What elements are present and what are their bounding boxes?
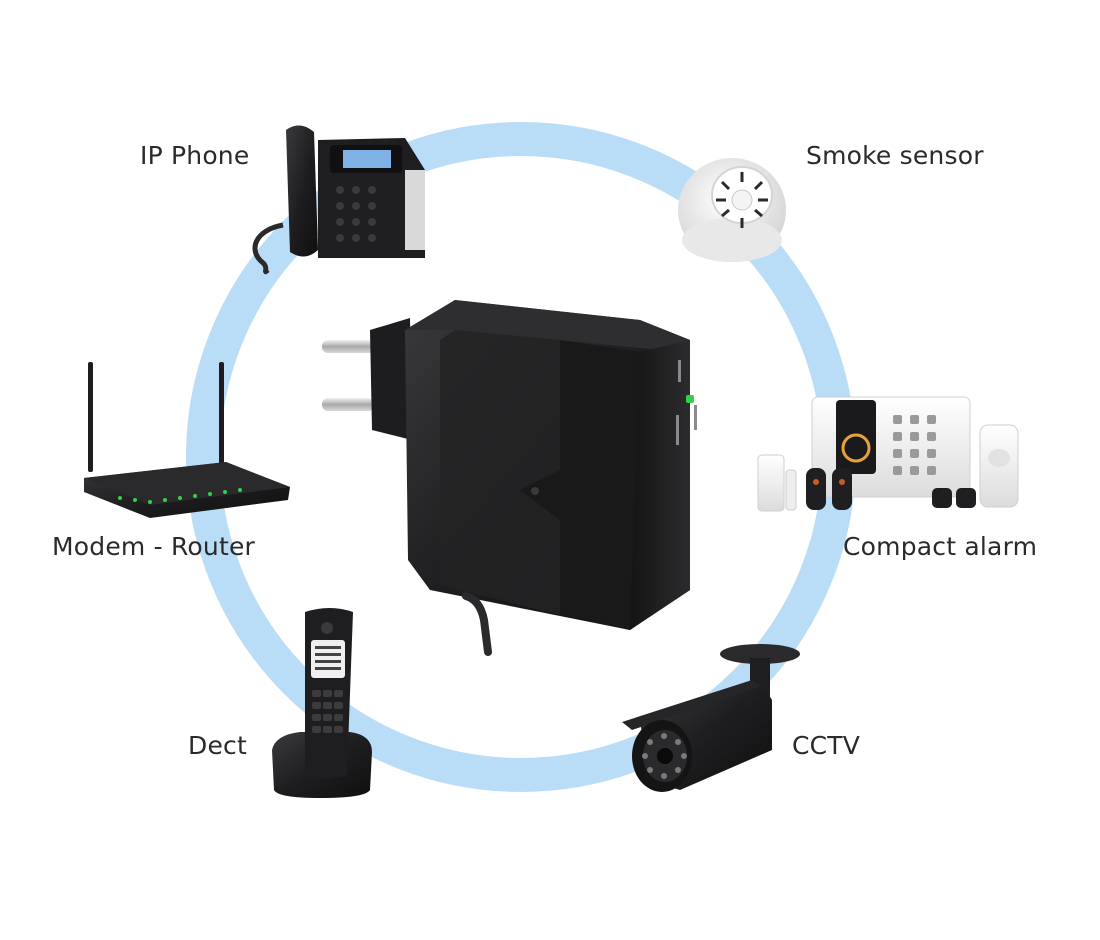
modem-router-image (84, 362, 290, 518)
smoke-sensor-image (678, 158, 786, 262)
label-dect: Dect (188, 731, 247, 760)
dect-phone-image (272, 608, 372, 798)
label-compact-alarm: Compact alarm (843, 532, 1038, 561)
power-adapter-image (322, 300, 697, 656)
compact-alarm-image (757, 396, 1019, 512)
label-smoke-sensor: Smoke sensor (806, 141, 984, 170)
label-ip-phone: IP Phone (140, 141, 250, 170)
label-cctv: CCTV (792, 731, 861, 760)
cctv-camera-image (622, 644, 800, 792)
label-modem-router: Modem - Router (52, 532, 256, 561)
ip-phone-image (252, 125, 425, 275)
